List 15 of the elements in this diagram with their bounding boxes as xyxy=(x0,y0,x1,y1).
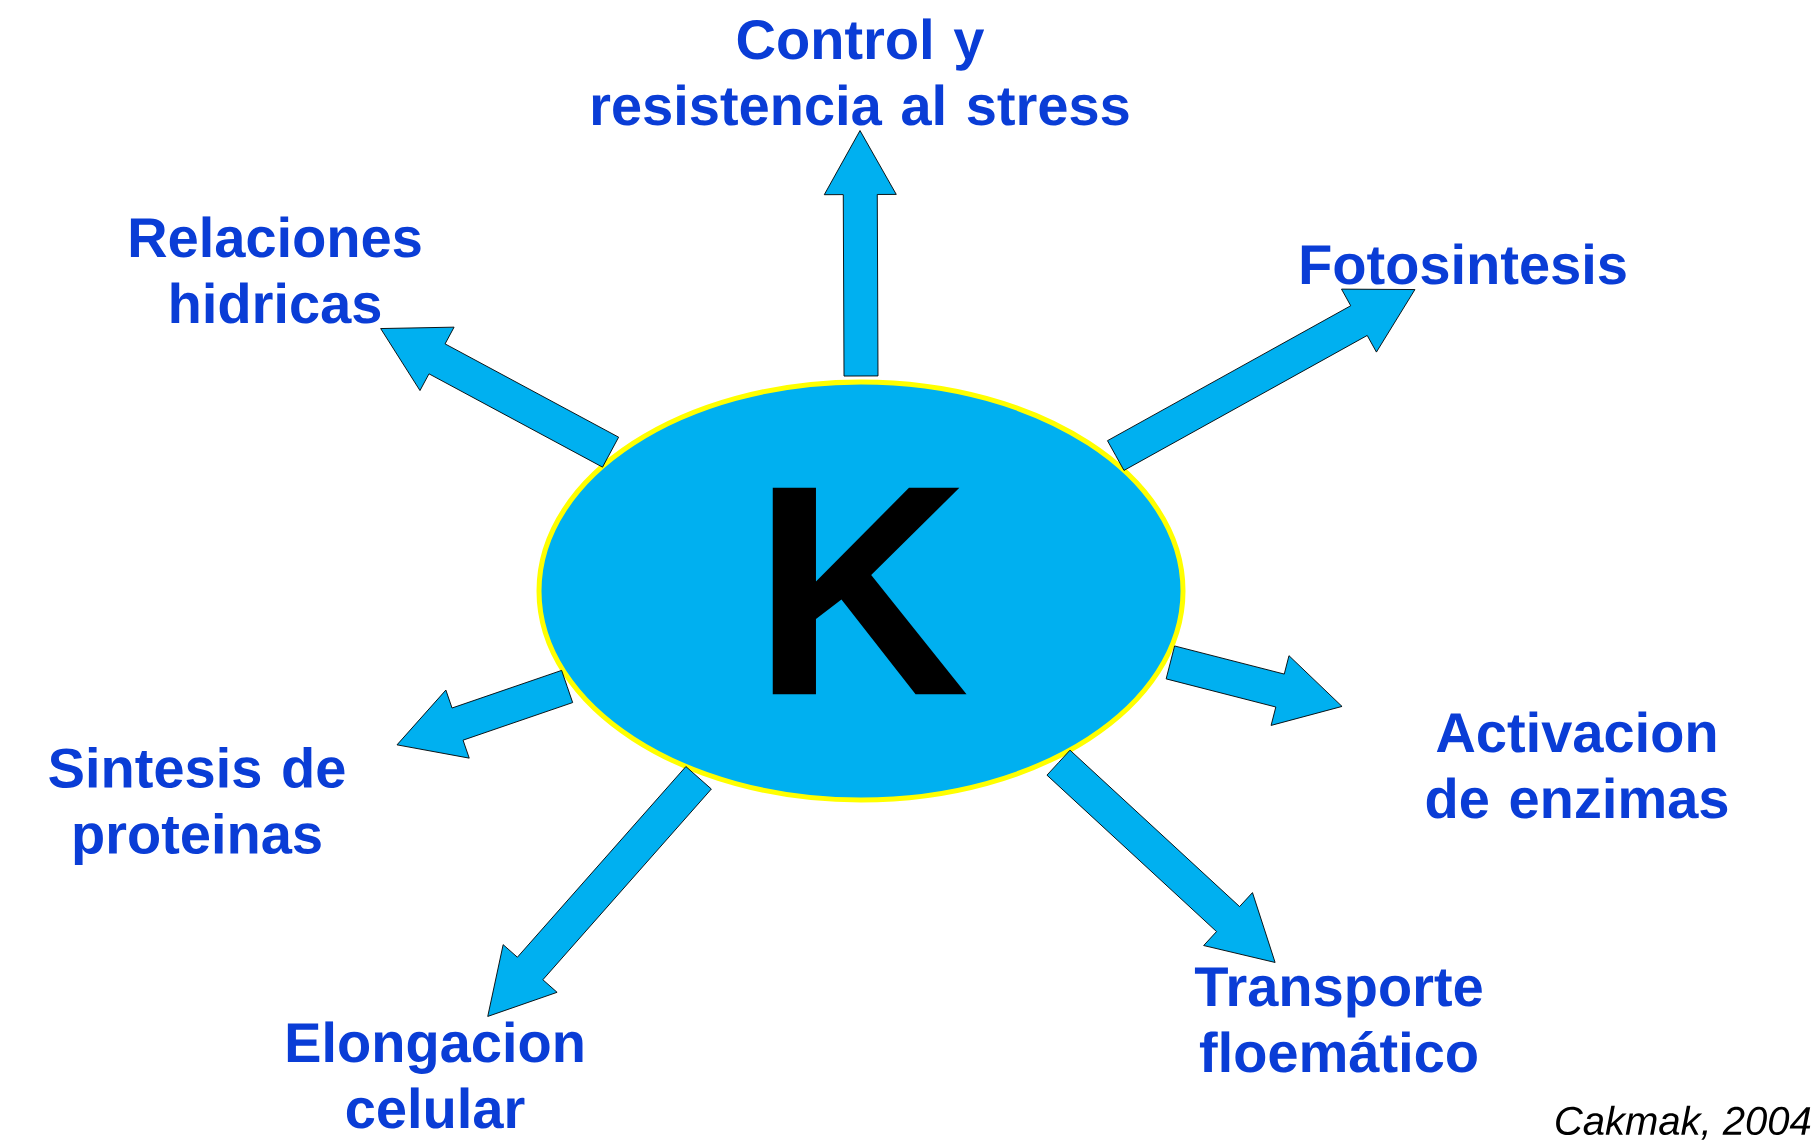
label: Fotosintesis xyxy=(1301,243,1626,285)
label: Elongacion celular xyxy=(287,1021,583,1129)
arrow xyxy=(380,326,620,468)
arrow xyxy=(1107,288,1416,471)
arrow xyxy=(396,669,574,759)
arrow xyxy=(823,130,897,377)
label: Transporte floemático xyxy=(1194,967,1482,1073)
label: Activacion de enzimas xyxy=(1426,711,1728,819)
label: Control y resistencia al stress xyxy=(592,18,1129,126)
arrow xyxy=(1046,749,1276,963)
arrow xyxy=(1165,645,1343,726)
label: Relaciones hidricas xyxy=(130,216,421,324)
label: Sintesis de proteinas xyxy=(49,746,345,866)
arrow xyxy=(487,766,712,1017)
citation: Cakmak, 2004 xyxy=(1556,1105,1811,1140)
